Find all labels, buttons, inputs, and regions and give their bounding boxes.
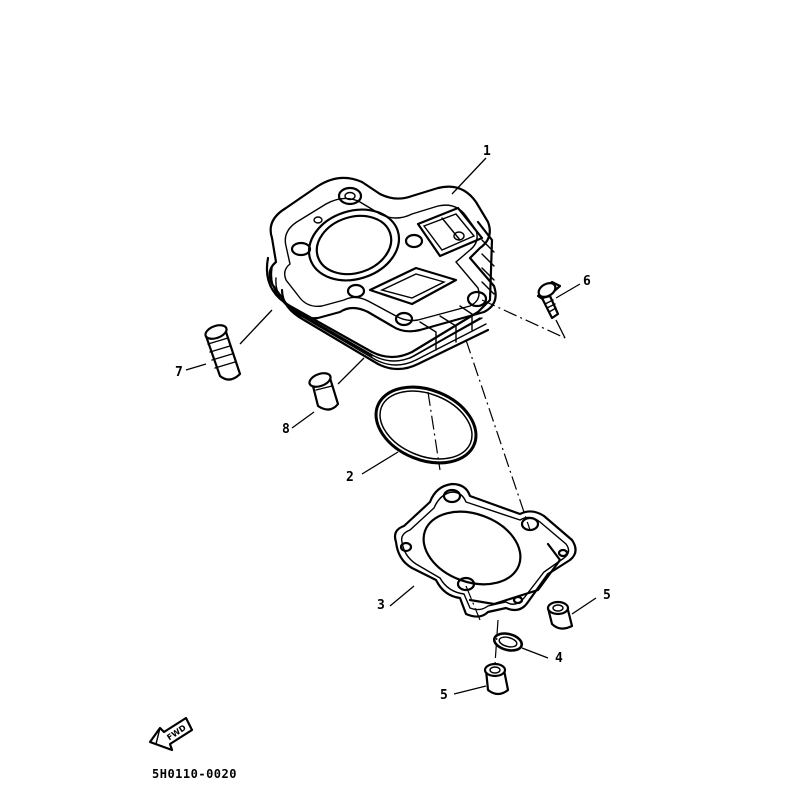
- callout-3: 3: [377, 598, 385, 613]
- callouts: 1 2 3 4 5 5 6 7 8: [175, 144, 611, 703]
- leader-lines: [185, 157, 597, 695]
- forward-arrow-icon: FWD: [148, 716, 194, 752]
- o-ring: [374, 385, 478, 465]
- center-lines: [427, 299, 566, 665]
- cylinder-base-gasket: [393, 482, 577, 618]
- callout-4: 4: [555, 651, 563, 666]
- callout-6: 6: [583, 274, 591, 289]
- dowel-pin-upper: [308, 372, 340, 411]
- callout-1: 1: [483, 144, 491, 159]
- small-o-ring: [492, 632, 524, 652]
- dowel-pin-lower: [483, 662, 510, 696]
- callout-5-lower: 5: [440, 688, 448, 703]
- callout-5-right: 5: [603, 588, 611, 603]
- stud-bolt: [204, 324, 242, 381]
- callout-8: 8: [282, 422, 290, 437]
- drawing-code: 5H0110-0020: [152, 767, 237, 781]
- dowel-pin-right: [546, 600, 574, 630]
- bolt: [536, 280, 562, 320]
- callout-7: 7: [175, 365, 183, 380]
- callout-2: 2: [346, 470, 354, 485]
- cylinder: [265, 176, 497, 371]
